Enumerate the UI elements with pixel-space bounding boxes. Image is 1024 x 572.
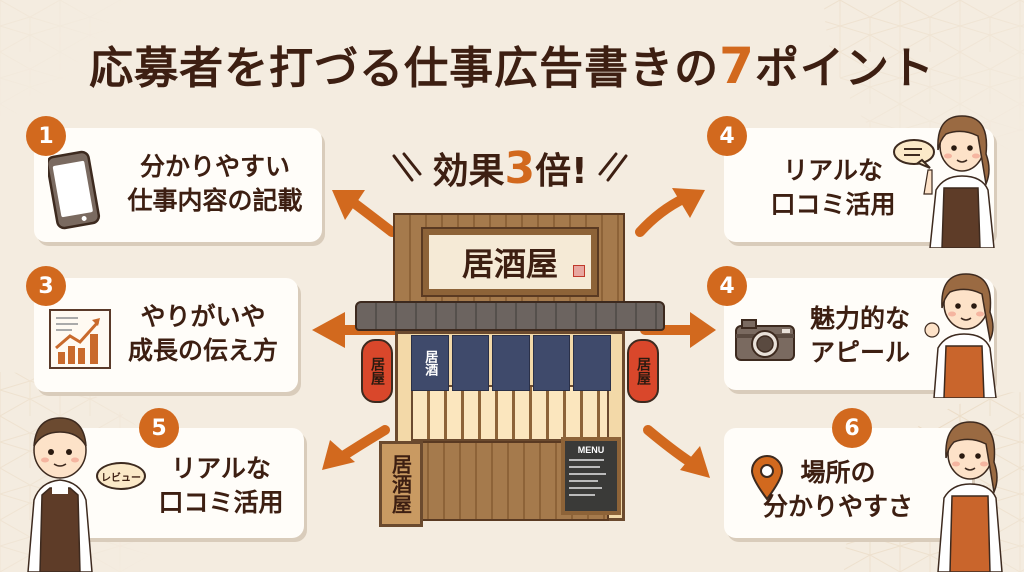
shop-lattice-window bbox=[411, 385, 609, 441]
point-text-6: 場所の 分かりやすさ bbox=[762, 458, 913, 521]
female-staff-cheering-illustration bbox=[924, 273, 997, 398]
shop-signboard: 居酒屋 bbox=[421, 227, 599, 297]
noren-curtain: 居酒 bbox=[411, 335, 611, 391]
emphasis-lines-icon bbox=[392, 152, 628, 182]
female-staff-standing-illustration bbox=[937, 421, 1003, 572]
point-text-3: やりがいや 成長の伝え方 bbox=[127, 302, 278, 365]
arrowhead-6 bbox=[680, 446, 710, 478]
smartphone-icon bbox=[48, 150, 101, 230]
arrowhead-5 bbox=[322, 440, 355, 470]
speech-bubble-icon bbox=[893, 139, 935, 169]
point-badge-4a: 4 bbox=[707, 116, 747, 156]
standing-sign: 居酒屋 bbox=[379, 441, 423, 527]
point-text-4b: 魅力的な アピール bbox=[809, 304, 910, 367]
effect-headline: 効果3倍! bbox=[432, 143, 588, 194]
arrowhead-3 bbox=[312, 312, 345, 348]
point-badge-6: 6 bbox=[832, 408, 872, 448]
seal-stamp-icon bbox=[573, 265, 585, 277]
male-staff-illustration bbox=[27, 417, 93, 572]
title-prefix: 応募者を打づる仕事広告書きの bbox=[89, 43, 720, 94]
title-suffix: ポイント bbox=[754, 43, 935, 94]
red-lantern-left: 居屋 bbox=[361, 339, 393, 403]
camera-icon bbox=[735, 319, 795, 361]
point-text-4a: リアルな 口コミ活用 bbox=[770, 156, 896, 219]
point-badge-5: 5 bbox=[139, 408, 179, 448]
map-pin-icon bbox=[750, 455, 784, 501]
point-badge-3: 3 bbox=[26, 266, 66, 306]
menu-chalkboard: MENU bbox=[561, 437, 621, 515]
title-number: 7 bbox=[719, 37, 755, 95]
growth-chart-icon bbox=[49, 309, 111, 369]
review-bubble-icon: レビュー bbox=[96, 462, 146, 490]
red-lantern-right: 居屋 bbox=[627, 339, 659, 403]
arrowhead-4a bbox=[672, 188, 705, 218]
point-text-1: 分かりやすい 仕事内容の記載 bbox=[127, 152, 303, 215]
point-badge-1: 1 bbox=[26, 116, 66, 156]
page-title: 応募者を打づる仕事広告書きの7ポイント bbox=[0, 32, 1024, 96]
point-badge-4b: 4 bbox=[707, 266, 747, 306]
shop-roof bbox=[355, 301, 665, 331]
izakaya-shop-illustration: 居酒屋 居酒 居屋 居屋 居酒屋 MENU bbox=[355, 205, 665, 535]
arrowhead-4b bbox=[690, 312, 716, 348]
female-staff-pointing-illustration bbox=[923, 115, 995, 248]
point-text-5: リアルな 口コミ活用 bbox=[158, 454, 284, 517]
